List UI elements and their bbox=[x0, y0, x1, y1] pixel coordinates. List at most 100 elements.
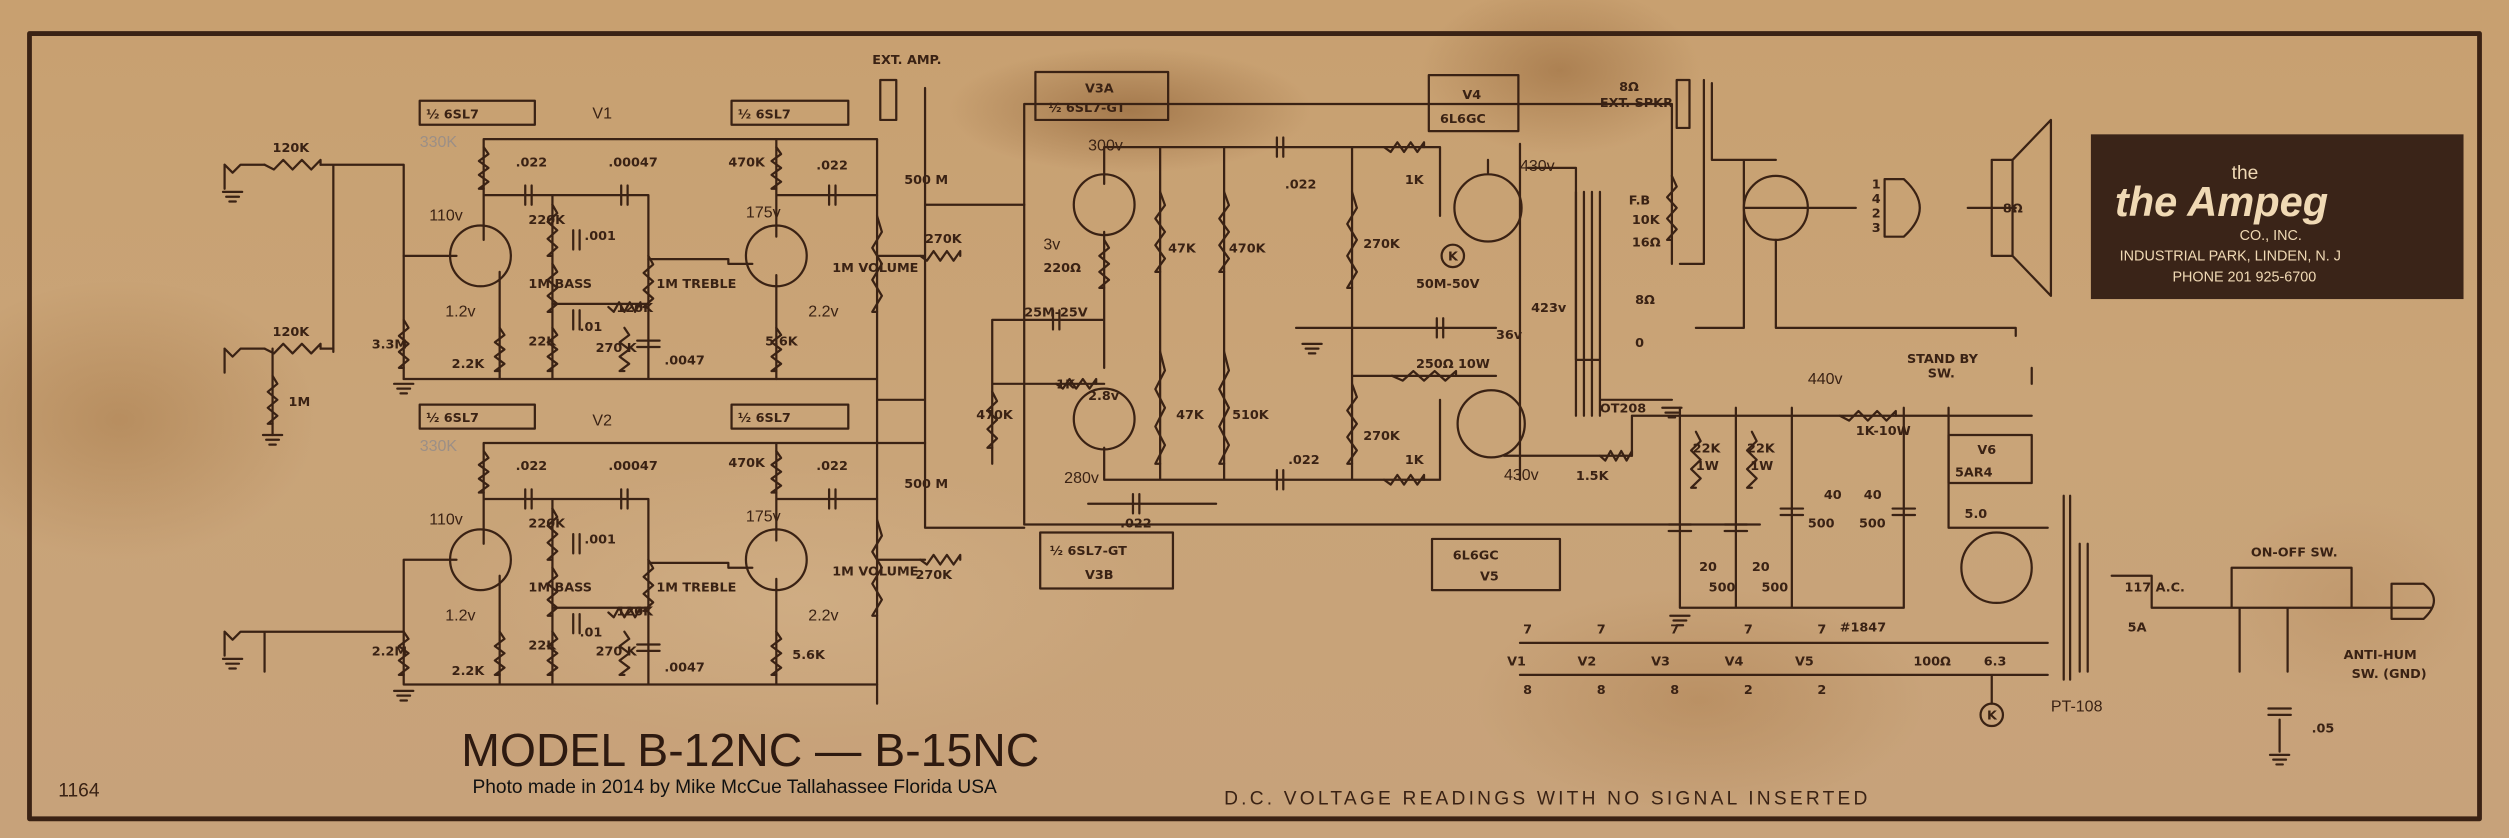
resistor-symbol bbox=[1098, 238, 1111, 289]
supply-cap05-label: .05 bbox=[2312, 721, 2335, 736]
supply-c40a-0-label: 40 bbox=[1824, 488, 1842, 503]
resistor-symbol bbox=[1218, 350, 1231, 465]
heaters-tubes-3-label: V4 bbox=[1725, 654, 1744, 669]
supply-c40a-1-label: 500 bbox=[1808, 517, 1835, 532]
capacitor-symbol bbox=[572, 229, 581, 251]
v3-r470b-label: 470K bbox=[976, 408, 1014, 423]
resistor-symbol bbox=[1382, 473, 1426, 486]
resistor-symbol bbox=[1055, 377, 1098, 390]
speaker-symbol bbox=[1990, 118, 2053, 297]
v1-tube_b-label: ½ 6SL7 bbox=[738, 107, 791, 122]
power-fb-1-label: 10K bbox=[1632, 213, 1661, 228]
v1-cath_r2-label: 5.6K bbox=[765, 334, 799, 349]
photo-credit: Photo made in 2014 by Mike McCue Tallaha… bbox=[472, 777, 997, 798]
supply-c40b-1-label: 500 bbox=[1859, 517, 1886, 532]
power-grid_r1-label: 1K bbox=[1405, 173, 1425, 188]
v1-tone_cap-label: .00047 bbox=[608, 155, 657, 170]
v2-volume-label: 1M VOLUME bbox=[832, 565, 918, 580]
resistor-symbol bbox=[1390, 369, 1458, 382]
power-tap16-label: 16Ω bbox=[1632, 235, 1661, 250]
speaker-socket-symbol bbox=[1742, 174, 1809, 242]
heaters-top_pins-0-label: 7 bbox=[1523, 622, 1532, 637]
v2-cath_r2-label: 5.6K bbox=[792, 648, 826, 663]
v1-plate_r2-label: 470K bbox=[728, 155, 766, 170]
resistor-symbol bbox=[1346, 382, 1358, 465]
v3-plate_v2-label: 280v bbox=[1064, 470, 1099, 487]
resistor-symbol bbox=[1154, 190, 1167, 273]
tube-v3a-symbol bbox=[1072, 173, 1136, 237]
v1-in_r1-label: 120K bbox=[273, 141, 311, 156]
resistor-symbol bbox=[1689, 430, 1702, 489]
v2-treble-label: 1M TREBLE bbox=[656, 581, 736, 596]
v2-coupling2-label: .022 bbox=[816, 459, 848, 474]
v2-r270-label: 270 K bbox=[596, 645, 638, 660]
power-bias_r1-label: 270K bbox=[1363, 237, 1401, 252]
cathode-k-marker bbox=[1440, 243, 1466, 269]
v3-plate_v-label: 300v bbox=[1088, 137, 1123, 154]
v3-box_a-0-label: V3A bbox=[1085, 82, 1114, 97]
logo-company: CO., INC. bbox=[2240, 228, 2302, 244]
capacitor-symbol bbox=[572, 533, 581, 555]
heaters-top_pins-3-label: 7 bbox=[1744, 622, 1753, 637]
power-socket_pins-0-label: 1 bbox=[1872, 178, 1881, 193]
tube-v2a-symbol bbox=[448, 528, 512, 592]
v2-pencil_note-label: 330K bbox=[420, 438, 458, 455]
resistor-symbol bbox=[546, 326, 559, 373]
ground-icon bbox=[2268, 753, 2291, 766]
power-screen_r-label: 1.5K bbox=[1576, 469, 1610, 484]
v1-grid_r-label: 3.3M bbox=[372, 338, 407, 353]
v2-c001-label: .001 bbox=[584, 533, 616, 548]
power-v4_box-1-label: 6L6GC bbox=[1440, 112, 1486, 127]
capacitor-symbol bbox=[1275, 136, 1285, 158]
resistor-symbol bbox=[1154, 350, 1167, 465]
ac-plug-symbol bbox=[2390, 582, 2436, 621]
capacitor-symbol bbox=[827, 184, 837, 206]
v3-r470a-label: 470K bbox=[1229, 242, 1267, 257]
v1-treble-label: 1M TREBLE bbox=[656, 277, 736, 292]
v2-mix_r-label: 270K bbox=[915, 568, 953, 583]
capacitor-symbol bbox=[524, 488, 533, 510]
dc-voltage-note: D.C. VOLTAGE READINGS WITH NO SIGNAL INS… bbox=[1224, 788, 1870, 809]
heaters-bottom_pins-1-label: 8 bbox=[1597, 683, 1606, 698]
v1-c0047-label: .0047 bbox=[664, 354, 704, 369]
v1-coupling-label: .022 bbox=[516, 155, 548, 170]
v1-coupling2-label: .022 bbox=[816, 159, 848, 174]
supply-r1k-label: 1K-10W bbox=[1856, 424, 1911, 439]
v2-r120-label: 120K bbox=[616, 605, 654, 620]
resistor-symbol bbox=[986, 390, 999, 449]
tube-label-boxes bbox=[418, 70, 2033, 592]
logo-the: the bbox=[2232, 163, 2259, 184]
v1-plate_v2-label: 175v bbox=[746, 204, 781, 221]
v1-c01-label: .01 bbox=[580, 320, 603, 335]
resistor-symbol bbox=[607, 301, 642, 313]
v2-cath_v-label: 1.2v bbox=[445, 608, 475, 625]
resistor-symbol bbox=[1218, 190, 1231, 273]
v1-cath_v2-label: 2.2v bbox=[808, 304, 838, 321]
v1-pencil_note-label: 330K bbox=[420, 134, 458, 151]
capacitor-symbol bbox=[636, 643, 661, 653]
resistor-symbol bbox=[642, 558, 655, 613]
power-plate_v1-label: 430v bbox=[1520, 158, 1555, 175]
v1-plate_v-label: 110v bbox=[429, 208, 462, 225]
v3-c022c-label: .022 bbox=[1288, 453, 1320, 468]
supply-fil-label: 5.0 bbox=[1965, 507, 1988, 522]
v3-r47a-label: 47K bbox=[1168, 242, 1197, 257]
resistor-symbol bbox=[770, 146, 783, 190]
capacitor-symbol bbox=[1131, 493, 1141, 515]
resistor-symbol bbox=[871, 214, 883, 313]
capacitor-symbol bbox=[636, 339, 661, 349]
heaters-tubes-0-label: V1 bbox=[1507, 654, 1526, 669]
v1-bright-label: 500 M bbox=[904, 173, 948, 188]
resistor-symbol bbox=[263, 342, 322, 355]
resistor-symbol bbox=[266, 374, 279, 425]
v2-coupling-label: .022 bbox=[516, 459, 548, 474]
resistor-symbol bbox=[618, 326, 631, 373]
power-bypass-label: 50M-50V bbox=[1416, 277, 1480, 292]
capacitor-symbol bbox=[1667, 523, 1693, 533]
supply-antihum-0-label: ANTI-HUM bbox=[2344, 648, 2417, 663]
output-transformer-core bbox=[1574, 190, 1594, 417]
resistor-symbol bbox=[871, 518, 883, 617]
power-ext_spkr-1-label: EXT. SPKR bbox=[1600, 96, 1673, 111]
power-grid_r2-label: 1K bbox=[1405, 453, 1425, 468]
power-screen_v-label: 423v bbox=[1531, 301, 1567, 316]
